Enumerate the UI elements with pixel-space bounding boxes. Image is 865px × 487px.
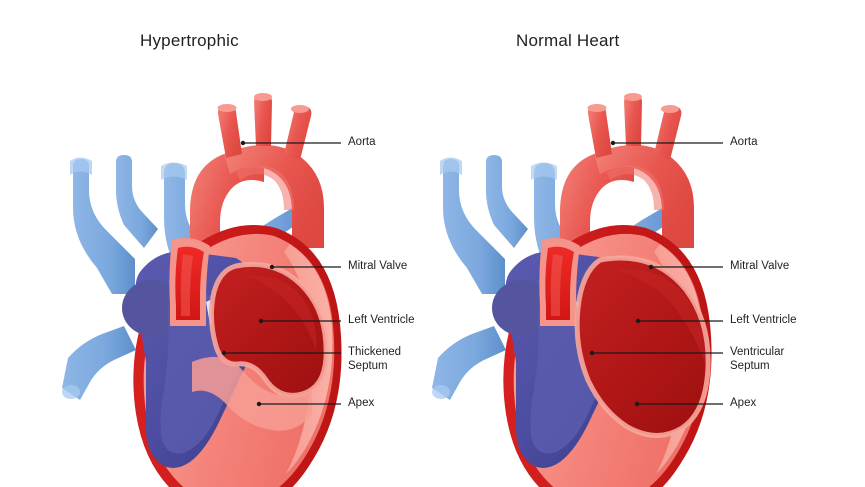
label-normal-apex: Apex	[730, 397, 757, 409]
leader-dot-hypertrophic-septum	[221, 350, 227, 356]
leader-lines	[221, 140, 723, 407]
leader-dot-hypertrophic-apex	[256, 401, 262, 407]
label-hypertrophic-apex: Apex	[348, 397, 375, 409]
label-normal-septum: Ventricular Septum	[730, 346, 785, 372]
leader-dot-hypertrophic-mitral	[269, 264, 275, 270]
label-hypertrophic-aorta: Aorta	[348, 136, 376, 148]
leader-dot-normal-apex	[634, 401, 640, 407]
panel-title-hypertrophic: Hypertrophic	[140, 31, 239, 50]
leader-dot-normal-aorta	[610, 140, 616, 146]
leader-dot-normal-lv	[635, 318, 641, 324]
normal-heart-illustration	[432, 93, 712, 487]
hypertrophic-heart-illustration	[62, 93, 342, 487]
panel-title-normal: Normal Heart	[516, 31, 620, 50]
leader-dot-normal-mitral	[648, 264, 654, 270]
leader-dot-hypertrophic-aorta	[240, 140, 246, 146]
normal-left-ventricle-cavity	[574, 255, 711, 438]
label-hypertrophic-lv: Left Ventricle	[348, 314, 415, 326]
label-normal-mitral: Mitral Valve	[730, 260, 790, 272]
leader-dot-hypertrophic-lv	[258, 318, 264, 324]
leader-dot-normal-septum	[589, 350, 595, 356]
label-hypertrophic-mitral: Mitral Valve	[348, 260, 408, 272]
hypertrophic-left-ventricle-cavity	[208, 261, 329, 398]
label-normal-aorta: Aorta	[730, 136, 758, 148]
label-normal-lv: Left Ventricle	[730, 314, 797, 326]
label-hypertrophic-septum: Thickened Septum	[348, 346, 402, 372]
thickened-septum-mass	[192, 356, 312, 431]
